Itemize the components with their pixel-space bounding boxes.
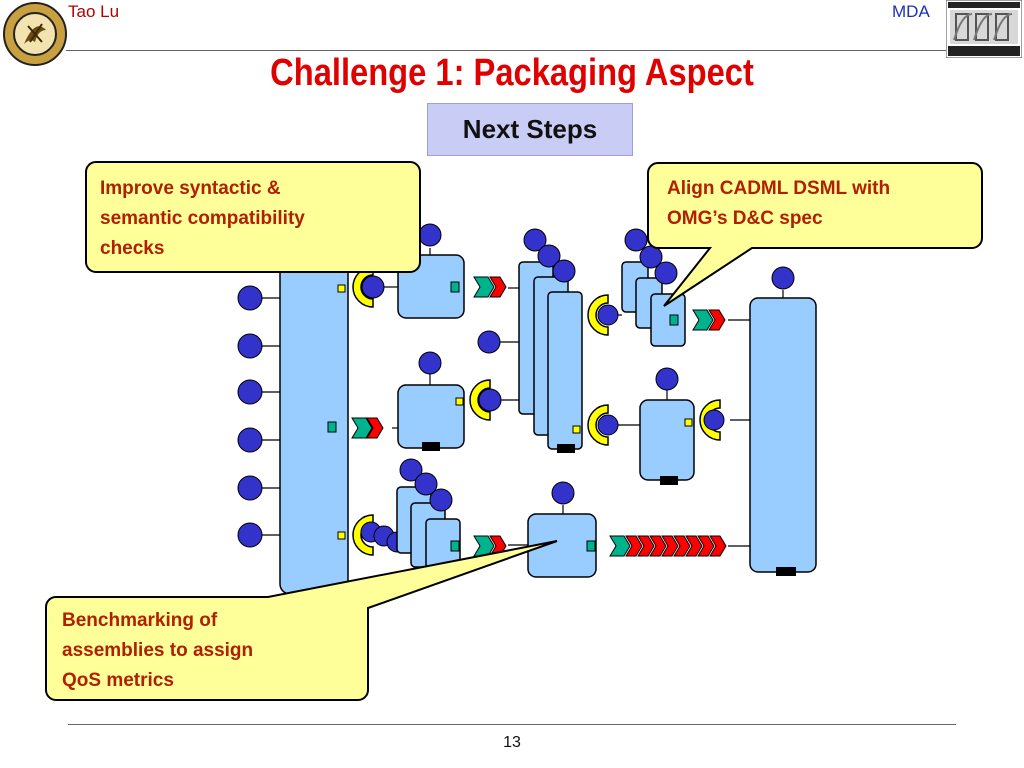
component-stack-upper-right bbox=[650, 293, 686, 347]
callout-left-top-text: Improve syntactic & semantic compatibili… bbox=[100, 174, 305, 264]
callout-bottom bbox=[45, 540, 558, 701]
isis-logo bbox=[946, 0, 1022, 58]
callout-bottom-text: Benchmarking of assemblies to assign QoS… bbox=[62, 606, 253, 696]
callout-left-top bbox=[85, 161, 421, 273]
callout-line: checks bbox=[100, 238, 165, 259]
callout-line: Improve syntactic & bbox=[100, 178, 281, 199]
subtitle-text: Next Steps bbox=[462, 114, 598, 144]
callout-line: Benchmarking of bbox=[62, 610, 218, 631]
university-seal-logo bbox=[3, 2, 67, 66]
footer-divider bbox=[68, 724, 956, 725]
facet-ports-left bbox=[237, 285, 263, 548]
callout-line: assemblies to assign bbox=[62, 640, 254, 661]
component-middle bbox=[397, 384, 465, 449]
topic-label: MDA bbox=[892, 2, 930, 21]
callout-line: Align CADML DSML with bbox=[667, 178, 891, 199]
callout-line: semantic compatibility bbox=[100, 208, 305, 229]
callout-line: QoS metrics bbox=[62, 670, 174, 691]
page-number: 13 bbox=[503, 734, 521, 751]
header-divider bbox=[66, 50, 946, 51]
component-bottom-middle bbox=[527, 513, 597, 578]
component-right-middle bbox=[639, 399, 695, 481]
component-stack-front bbox=[547, 291, 583, 450]
slide-title: Challenge 1: Packaging Aspect bbox=[270, 52, 754, 94]
callout-right-top-text: Align CADML DSML with OMG’s D&C spec bbox=[667, 174, 890, 234]
component-right-container bbox=[749, 297, 817, 573]
callout-right-top bbox=[647, 162, 983, 307]
component-left-container bbox=[279, 251, 349, 595]
author-name: Tao Lu bbox=[68, 2, 120, 21]
callout-line: OMG’s D&C spec bbox=[667, 208, 823, 229]
subtitle-box: Next Steps bbox=[427, 103, 633, 156]
